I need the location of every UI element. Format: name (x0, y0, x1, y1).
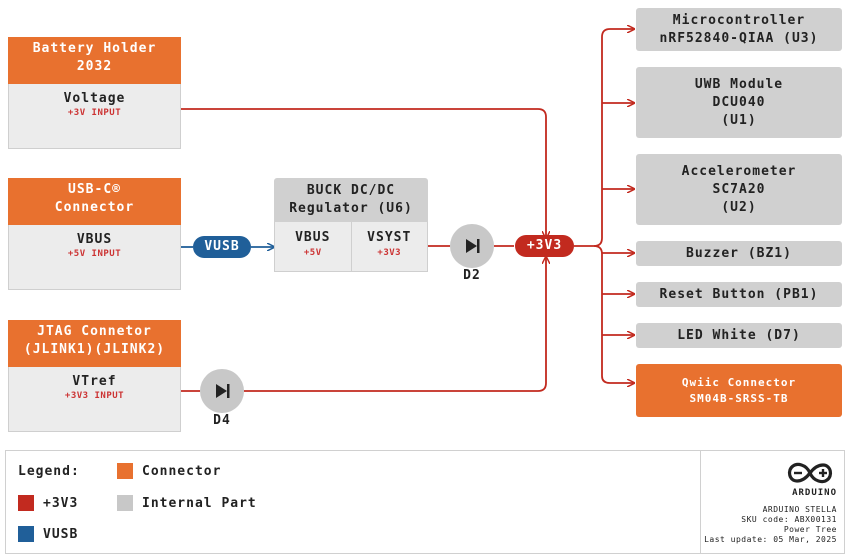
battery-title-line1: Battery Holder (32, 41, 157, 56)
led-label: LED White (D7) (677, 327, 801, 343)
jtag-connector-block: JTAG Connetor (JLINK1)(JLINK2) VTref +3V… (8, 320, 181, 432)
buck-title-line2: Regulator (U6) (289, 201, 413, 216)
usb-connector-title: USB-C® Connector (8, 178, 181, 225)
qwiic-line1: Qwiic Connector (681, 375, 797, 389)
buck-regulator-body: VBUS +5V VSYST +3V3 (274, 222, 428, 272)
usb-connector-block: USB-C® Connector VBUS +5V INPUT (8, 178, 181, 290)
diode-d2-label: D2 (463, 268, 481, 283)
acc-line2: SC7A20 (712, 181, 766, 197)
arduino-logo-icon (787, 462, 833, 484)
wire-rail-bus (574, 29, 634, 247)
legend-swatch-connector (117, 463, 133, 479)
diode-d4-label: D4 (213, 413, 231, 428)
accelerometer-box: Accelerometer SC7A20 (U2) (636, 154, 842, 225)
usb-input: +5V INPUT (67, 249, 122, 259)
legend-swatch-3v3 (18, 495, 34, 511)
qwiic-connector-box: Qwiic Connector SM04B-SRSS-TB (636, 364, 842, 417)
legend-internal-label: Internal Part (142, 496, 257, 511)
led-white-box: LED White (D7) (636, 323, 842, 348)
usb-title-line2: Connector (54, 200, 135, 215)
info-block: ARDUINO ARDUINO STELLA SKU code: ABX0013… (700, 451, 845, 553)
diode-d4 (200, 369, 244, 413)
buck-regulator-title: BUCK DC/DC Regulator (U6) (274, 178, 428, 222)
document-name: Power Tree (783, 525, 837, 534)
legend-swatch-internal (117, 495, 133, 511)
buck-output-volt: +3V3 (377, 248, 402, 258)
wire-battery (181, 108, 546, 238)
diode-d2 (450, 224, 494, 268)
buck-output: VSYST +3V3 (352, 222, 428, 271)
usb-title-line1: USB-C® (68, 182, 121, 197)
buck-output-signal: VSYST (367, 230, 412, 245)
legend-connector-label: Connector (142, 464, 222, 479)
wire-bus-down (593, 245, 634, 383)
jtag-input: +3V3 INPUT (64, 391, 125, 401)
acc-line1: Accelerometer (681, 163, 797, 179)
mcu-line1: Microcontroller (672, 12, 806, 28)
legend-swatch-vusb (18, 526, 34, 542)
uwb-line3: (U1) (721, 112, 757, 128)
wire-d4-rail (244, 257, 546, 392)
legend-panel: Legend: Connector +3V3 Internal Part VUS… (5, 450, 845, 554)
jtag-connector-body: VTref +3V3 INPUT (8, 367, 181, 432)
microcontroller-box: Microcontroller nRF52840-QIAA (U3) (636, 8, 842, 51)
buck-regulator-block: BUCK DC/DC Regulator (U6) VBUS +5V VSYST… (274, 178, 428, 272)
battery-holder-body: Voltage +3V INPUT (8, 84, 181, 149)
diode-icon (466, 239, 480, 253)
legend-vusb-label: VUSB (43, 527, 79, 542)
buck-input-signal: VBUS (295, 230, 331, 245)
reset-label: Reset Button (PB1) (659, 286, 819, 302)
last-update: Last update: 05 Mar, 2025 (704, 535, 837, 544)
usb-signal: VBUS (76, 232, 113, 247)
battery-input: +3V INPUT (67, 108, 122, 118)
sku-code: SKU code: ABX00131 (741, 515, 837, 524)
legend-title: Legend: (18, 464, 80, 479)
diode-icon (216, 384, 230, 398)
buck-input-volt: +5V (303, 248, 322, 258)
buck-input: VBUS +5V (275, 222, 352, 271)
battery-title-line2: 2032 (76, 59, 113, 74)
uwb-module-box: UWB Module DCU040 (U1) (636, 67, 842, 138)
uwb-line2: DCU040 (712, 94, 766, 110)
reset-button-box: Reset Button (PB1) (636, 282, 842, 307)
jtag-title-line1: JTAG Connetor (37, 324, 152, 339)
legend-3v3-label: +3V3 (43, 496, 79, 511)
battery-signal: Voltage (63, 91, 126, 106)
buzzer-label: Buzzer (BZ1) (686, 245, 792, 261)
battery-holder-block: Battery Holder 2032 Voltage +3V INPUT (8, 37, 181, 149)
jtag-title-line2: (JLINK1)(JLINK2) (23, 342, 166, 357)
rail-3v3-pill: +3V3 (515, 235, 574, 257)
mcu-line2: nRF52840-QIAA (U3) (659, 30, 819, 46)
brand-name: ARDUINO (792, 488, 837, 498)
vusb-pill: VUSB (193, 236, 251, 258)
jtag-signal: VTref (72, 374, 117, 389)
qwiic-line2: SM04B-SRSS-TB (689, 391, 789, 405)
product-name: ARDUINO STELLA (762, 505, 837, 514)
uwb-line1: UWB Module (694, 76, 784, 92)
buck-title-line1: BUCK DC/DC (306, 183, 396, 198)
acc-line3: (U2) (721, 199, 757, 215)
buzzer-box: Buzzer (BZ1) (636, 241, 842, 266)
battery-holder-title: Battery Holder 2032 (8, 37, 181, 84)
jtag-connector-title: JTAG Connetor (JLINK1)(JLINK2) (8, 320, 181, 367)
usb-connector-body: VBUS +5V INPUT (8, 225, 181, 290)
